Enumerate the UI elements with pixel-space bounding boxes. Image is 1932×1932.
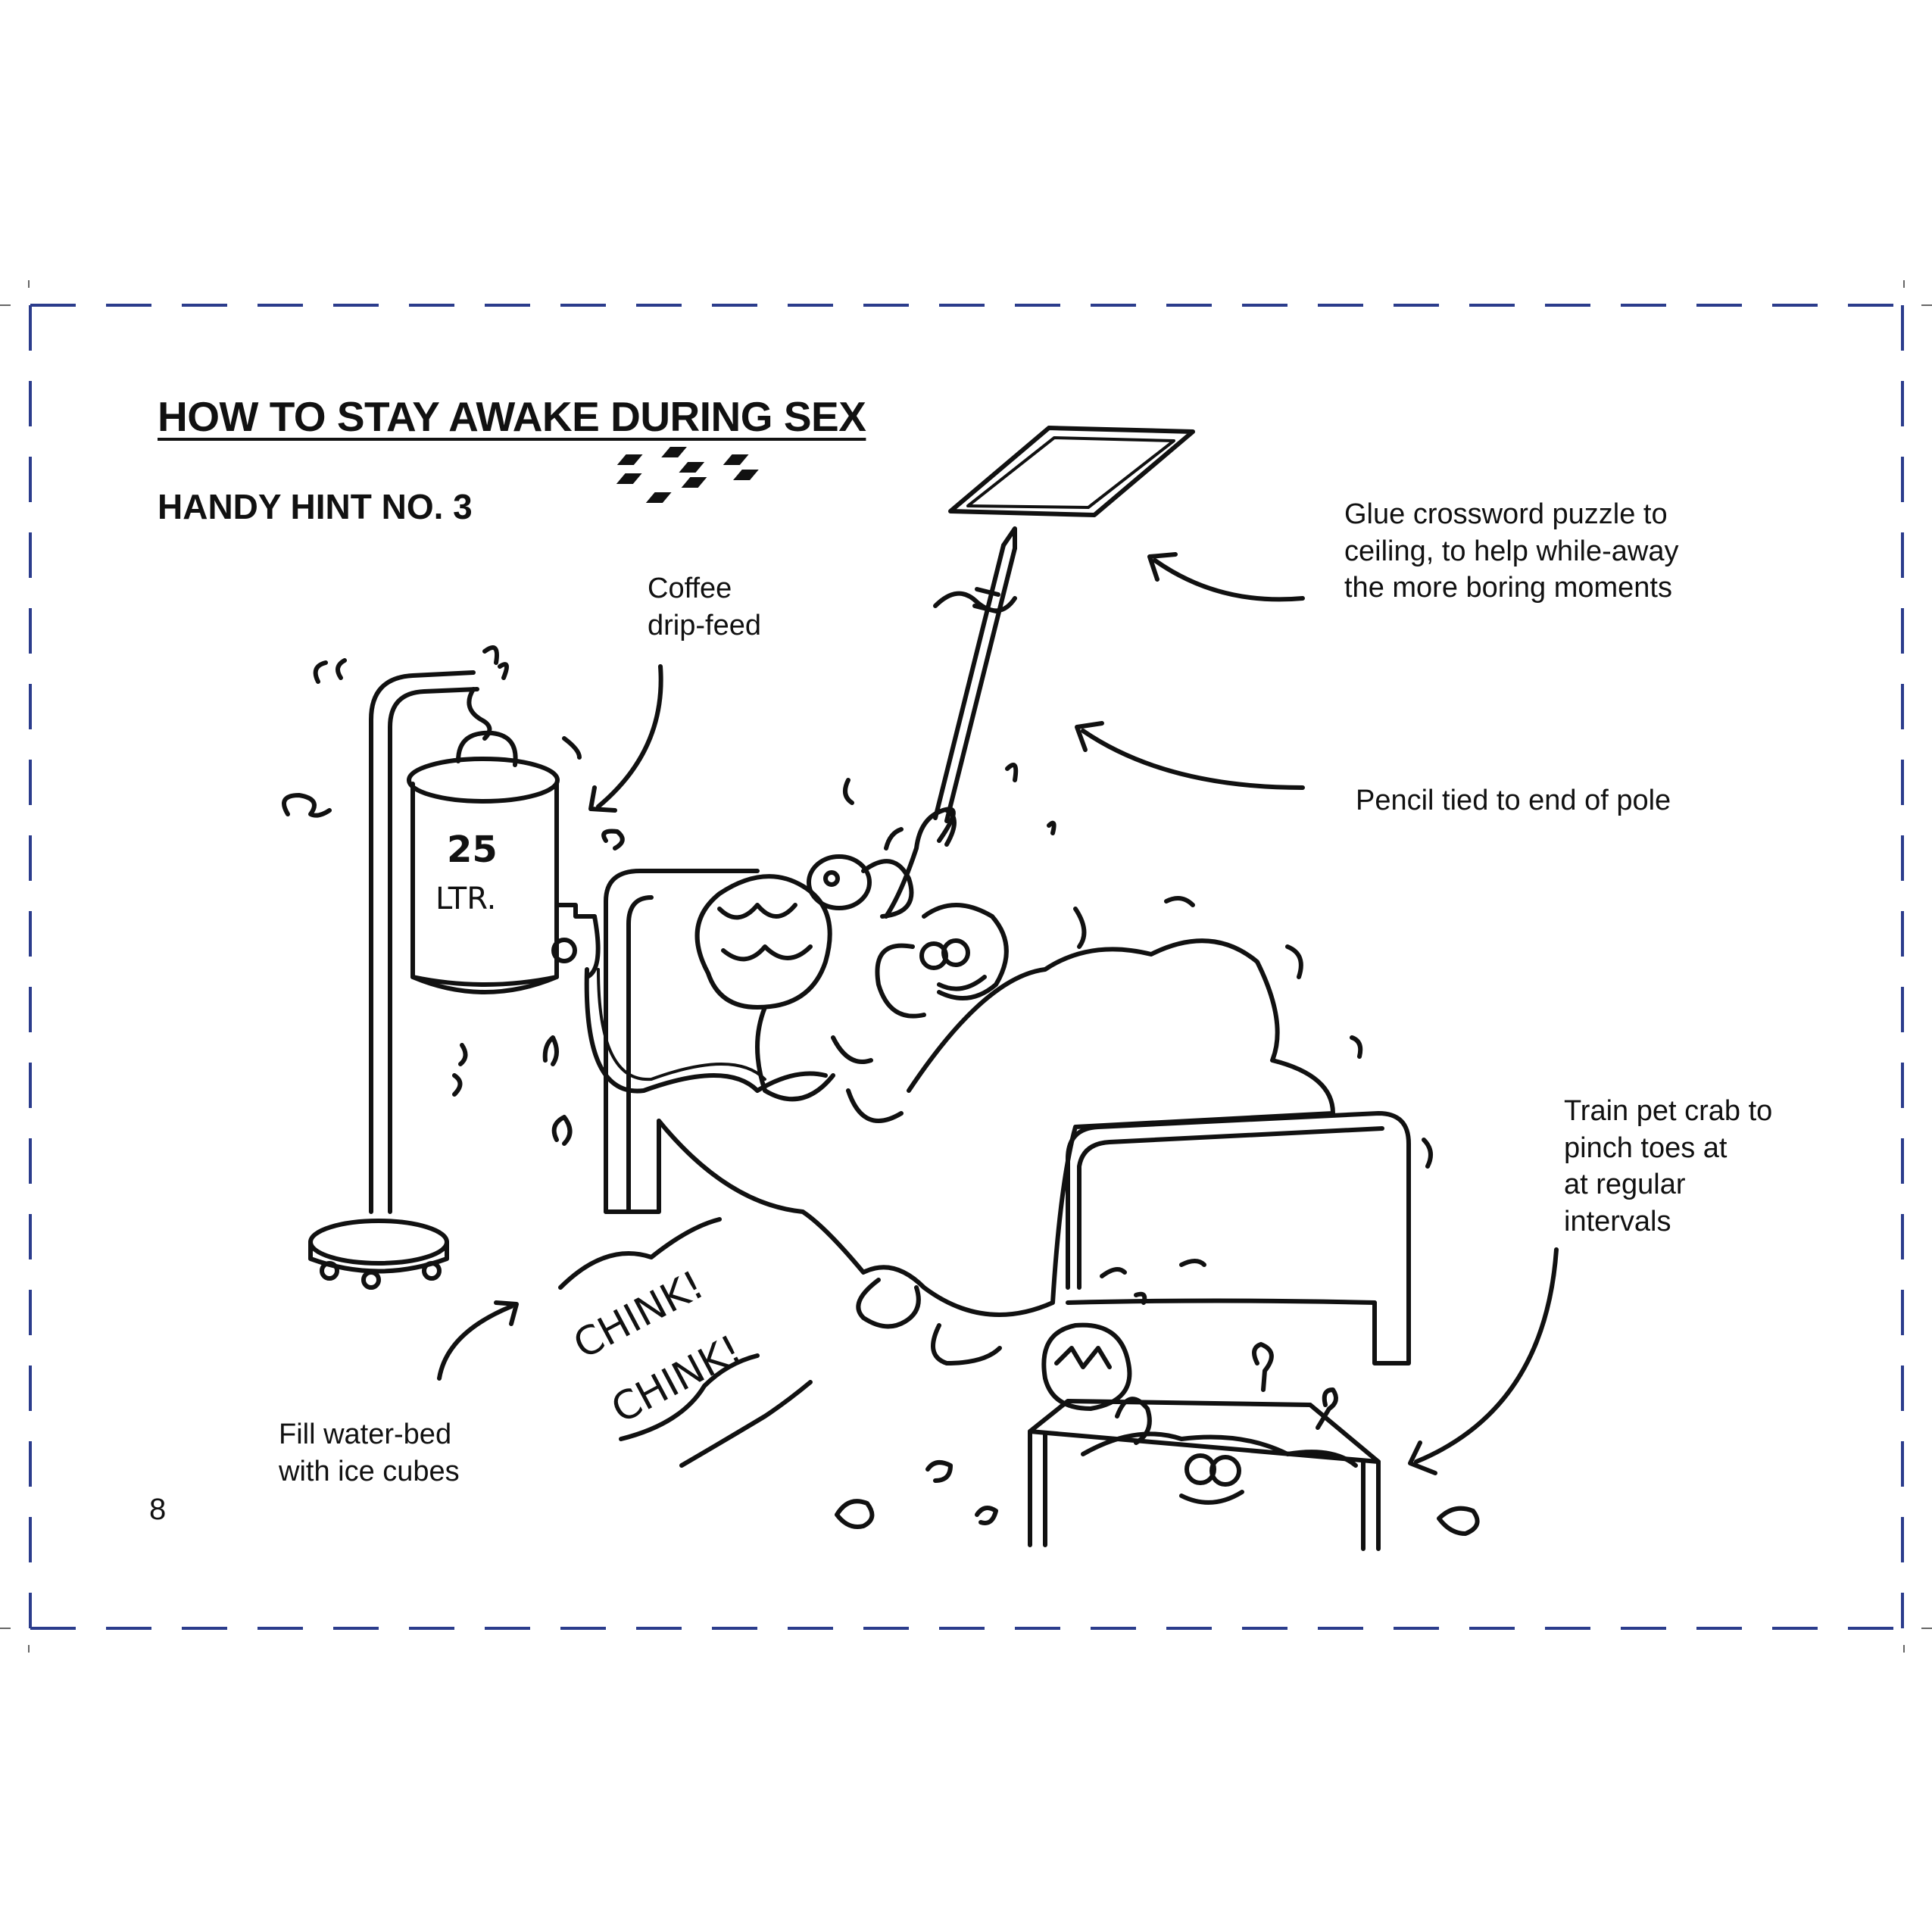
caption-crab: Train pet crab to pinch toes at at regul… (1564, 1095, 1773, 1238)
woman-figure (694, 874, 835, 1102)
page-number: 8 (149, 1493, 167, 1526)
hint-subtitle: HANDY HINT NO. 3 (158, 487, 473, 526)
caption-coffee: Coffee drip-feed (648, 573, 761, 641)
caption-pencil: Pencil tied to end of pole (1356, 785, 1671, 816)
bed-headboard (604, 869, 760, 1214)
urn-volume-text: 25 (447, 829, 498, 871)
pole-with-pencil (933, 526, 1017, 823)
man-figure (807, 807, 1009, 1123)
arrow-pencil (1081, 729, 1305, 790)
arrow-crab (1414, 1247, 1559, 1464)
iv-stand (308, 670, 479, 1290)
feet (856, 1278, 1002, 1366)
page-title: HOW TO STAY AWAKE DURING SEX (158, 393, 866, 440)
pet-crab (1041, 1322, 1152, 1445)
arrow-crossword (1153, 558, 1305, 602)
bed-footboard (1066, 1111, 1411, 1366)
arrow-coffee (596, 664, 663, 809)
drip-tube (584, 967, 828, 1094)
urn-unit-text: LTR. (435, 882, 496, 916)
arrow-ice (437, 1304, 513, 1381)
crossword-squares (616, 447, 759, 503)
coffee-urn (407, 687, 601, 994)
crossword-puzzle (948, 426, 1195, 517)
duvet (657, 938, 1335, 1317)
caption-crossword: Glue crossword puzzle to ceiling, to hel… (1344, 498, 1679, 604)
caption-ice: Fill water-bed with ice cubes (279, 1419, 460, 1487)
crab-tank (1028, 1399, 1381, 1551)
